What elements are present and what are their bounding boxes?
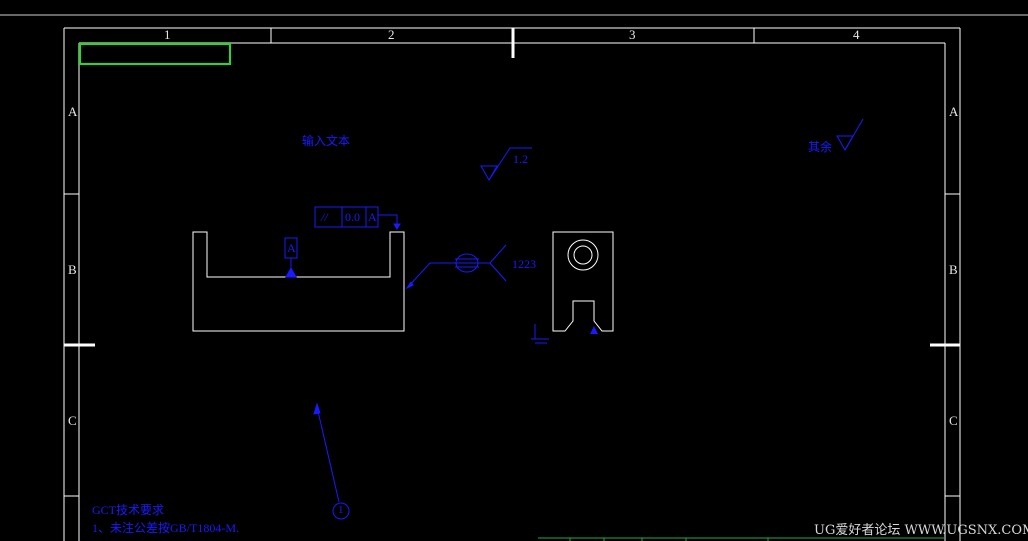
- zone-row-a-left: A: [68, 104, 78, 119]
- clip-leader-arrow: [590, 326, 598, 334]
- feature-control-frame[interactable]: [314, 206, 401, 230]
- clip-part[interactable]: [552, 231, 614, 332]
- balloon-number: 1: [338, 504, 344, 516]
- remaining-surfaces-label: 其余: [808, 140, 833, 154]
- weld-number: 1223: [512, 257, 536, 271]
- inner-frame: [78, 42, 946, 541]
- outer-frame: [63, 27, 961, 541]
- fcf-tolerance: 0.0: [345, 210, 360, 224]
- balloon-leader[interactable]: [313, 402, 350, 520]
- fcf-datum: A: [368, 210, 377, 224]
- datum-label: A: [287, 241, 296, 255]
- u-channel-part[interactable]: [192, 231, 405, 332]
- remaining-finish-symbol[interactable]: [836, 118, 864, 152]
- forum-watermark: UG爱好者论坛 WWW.UGSNX.COM: [814, 523, 1028, 538]
- zone-row-b-left: B: [68, 262, 77, 277]
- selection-box[interactable]: [79, 43, 231, 65]
- datum-feature-symbol[interactable]: [284, 237, 298, 278]
- zone-row-c-left: C: [68, 413, 77, 428]
- column-dividers: [270, 28, 755, 43]
- zone-col-2: 2: [388, 27, 395, 42]
- zone-col-1: 1: [164, 27, 171, 42]
- zone-row-c-right: C: [949, 413, 958, 428]
- zone-col-4: 4: [853, 27, 860, 42]
- row-dividers: [64, 193, 960, 497]
- gdt-requirements-title[interactable]: GCT技术要求: [92, 503, 165, 517]
- ground-symbol[interactable]: [531, 324, 549, 344]
- surface-finish-symbol[interactable]: [480, 147, 532, 182]
- zone-row-a-right: A: [949, 104, 959, 119]
- fcf-symbol: //: [321, 210, 328, 224]
- note-text[interactable]: 输入文本: [302, 134, 351, 148]
- weld-symbol[interactable]: [405, 244, 507, 290]
- zone-row-b-right: B: [949, 262, 958, 277]
- surface-finish-value: 1.2: [513, 152, 528, 166]
- zone-col-3: 3: [629, 27, 636, 42]
- gdt-requirements-line-1[interactable]: 1、未注公差按GB/T1804-M.: [92, 521, 240, 535]
